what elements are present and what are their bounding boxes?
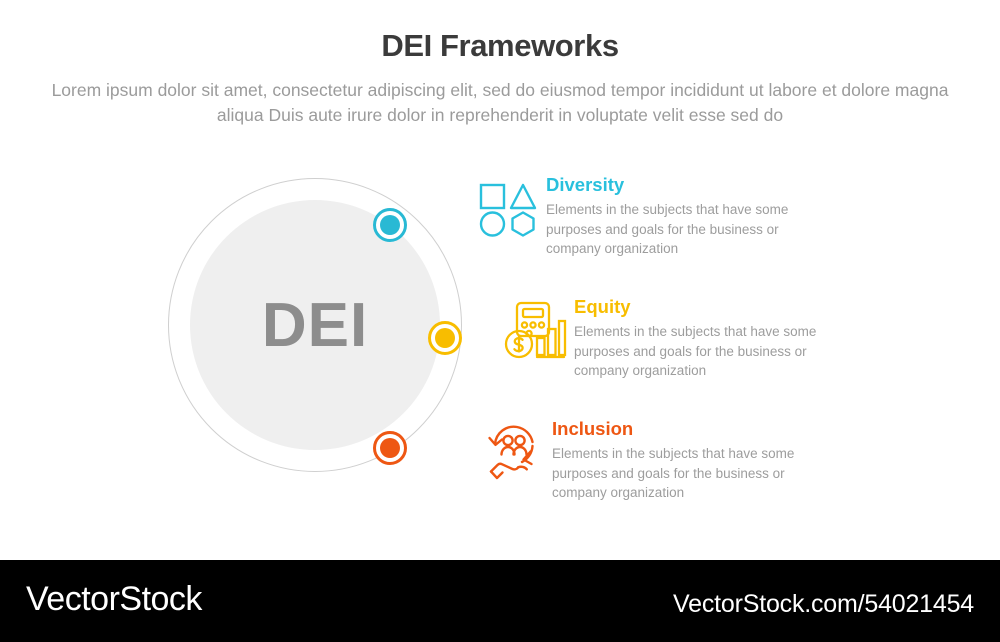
item-text-inclusion: Inclusion Elements in the subjects that … xyxy=(552,416,837,503)
item-description: Elements in the subjects that have some … xyxy=(546,202,789,256)
shapes-grid-icon xyxy=(470,172,546,248)
item-equity[interactable]: Equity Elements in the subjects that hav… xyxy=(498,294,836,381)
people-hand-cycle-icon xyxy=(476,416,552,492)
item-heading: Equity xyxy=(574,296,631,317)
page-subtitle: Lorem ipsum dolor sit amet, consectetur … xyxy=(51,80,949,125)
item-description: Elements in the subjects that have some … xyxy=(552,446,795,500)
item-description: Elements in the subjects that have some … xyxy=(574,324,817,378)
item-text-diversity: Diversity Elements in the subjects that … xyxy=(546,172,831,259)
stock-url: VectorStock.com/54021454 xyxy=(673,590,974,618)
item-heading: Diversity xyxy=(546,174,625,195)
inner-disc xyxy=(190,200,440,450)
item-diversity[interactable]: Diversity Elements in the subjects that … xyxy=(470,172,831,259)
footer-bar: VectorStock VectorStock.com/54021454 xyxy=(0,560,1000,642)
calculator-finance-chart-icon xyxy=(498,294,574,370)
page-title: DEI Frameworks xyxy=(381,28,619,63)
inclusion-marker-dot[interactable] xyxy=(373,431,407,465)
outer-ring xyxy=(168,178,462,472)
item-inclusion[interactable]: Inclusion Elements in the subjects that … xyxy=(476,416,837,503)
equity-marker-dot[interactable] xyxy=(428,321,462,355)
diversity-marker-dot[interactable] xyxy=(373,208,407,242)
dei-circle-diagram: DEI xyxy=(160,170,490,500)
item-text-equity: Equity Elements in the subjects that hav… xyxy=(574,294,836,381)
center-label: DEI xyxy=(261,290,369,360)
item-heading: Inclusion xyxy=(552,418,634,439)
brand-watermark: VectorStock xyxy=(26,580,202,618)
